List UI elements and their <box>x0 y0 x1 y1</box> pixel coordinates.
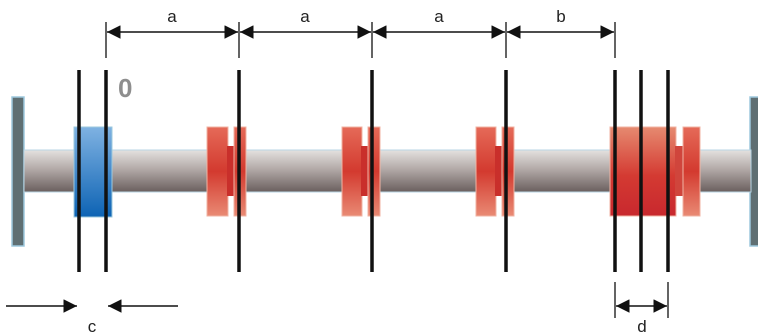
left-support <box>11 96 25 247</box>
red-rotor-4 <box>609 126 701 217</box>
red-rotor-2 <box>341 126 381 217</box>
dimension-extensions <box>105 22 669 318</box>
label-a1: a <box>167 7 177 26</box>
label-a3: a <box>434 7 444 26</box>
label-d: d <box>637 317 646 336</box>
label-b: b <box>556 7 565 26</box>
red-rotor-3 <box>475 126 515 217</box>
label-c: c <box>88 317 97 336</box>
measurement-planes <box>77 70 670 272</box>
label-a2: a <box>300 7 310 26</box>
label-zero: 0 <box>118 73 132 103</box>
